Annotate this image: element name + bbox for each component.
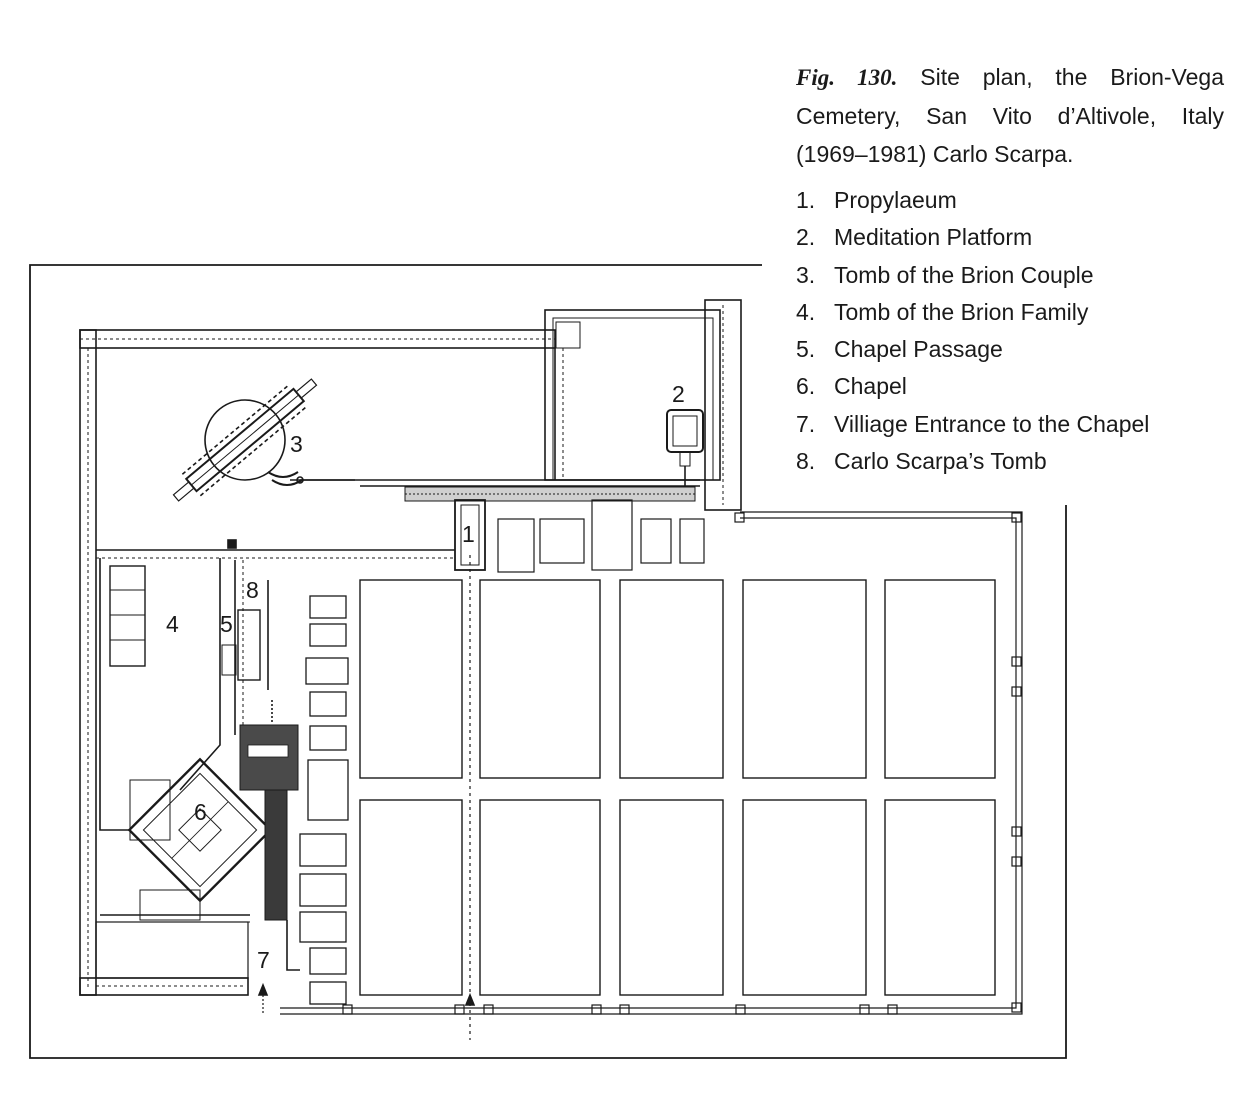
figure-caption: Fig. 130. Site plan, the Brion-Vega Ceme… xyxy=(796,58,1224,173)
cemetery-fields xyxy=(359,579,996,996)
pool-strip xyxy=(239,700,300,971)
legend-item: 4.Tomb of the Brion Family xyxy=(796,298,1089,325)
plan-legend: 1.Propylaeum 2.Meditation Platform 3.Tom… xyxy=(796,182,1149,480)
plan-label-2: 2 xyxy=(672,381,685,407)
legend-item: 6.Chapel xyxy=(796,373,907,400)
entrance-buildings xyxy=(497,499,705,573)
frame xyxy=(29,264,1067,1059)
chapel-passage xyxy=(221,560,269,735)
legend-label: Carlo Scarpa’s Tomb xyxy=(834,448,1047,475)
legend-item: 1.Propylaeum xyxy=(796,187,957,213)
plan-label-4: 4 xyxy=(166,611,179,637)
brion-couple-tomb xyxy=(172,378,355,502)
legend-label: Chapel Passage xyxy=(834,336,1003,363)
enclosure-fence xyxy=(280,511,1023,1015)
meditation-platform xyxy=(544,299,742,511)
chapel xyxy=(95,757,273,979)
legend-label: Tomb of the Brion Couple xyxy=(834,261,1094,288)
legend-item: 3.Tomb of the Brion Couple xyxy=(796,261,1094,288)
legend-label: Villiage Entrance to the Chapel xyxy=(834,410,1150,437)
village-entrance xyxy=(257,982,269,1015)
canal-walkway xyxy=(300,348,700,502)
plan-label-1: 1 xyxy=(462,521,475,547)
legend-item: 8.Carlo Scarpa’s Tomb xyxy=(796,448,1047,475)
legend-item: 2.Meditation Platform xyxy=(796,224,1033,251)
family-tomb-area xyxy=(96,539,455,831)
plan-label-3: 3 xyxy=(290,431,303,457)
plan-label-6: 6 xyxy=(194,799,207,825)
plan-number-labels: 1 2 3 4 5 6 7 8 xyxy=(166,381,685,973)
legend-item: 5.Chapel Passage xyxy=(796,336,1003,363)
caption-text: Site plan, the Brion-Vega Cemetery, San … xyxy=(796,64,1225,167)
legend-label: Propylaeum xyxy=(834,187,957,213)
plan-label-7: 7 xyxy=(257,947,270,973)
perimeter-wall xyxy=(79,329,556,996)
plan-label-8: 8 xyxy=(246,577,259,603)
plan-label-5: 5 xyxy=(220,611,233,637)
legend-label: Chapel xyxy=(834,373,907,400)
legend-label: Tomb of the Brion Family xyxy=(834,298,1089,325)
legend-label: Meditation Platform xyxy=(834,224,1033,251)
figure-number: Fig. 130. xyxy=(796,65,898,90)
legend-item: 7.Villiage Entrance to the Chapel xyxy=(796,410,1150,437)
grave-plots xyxy=(299,595,349,1005)
propylaeum xyxy=(454,499,486,1040)
